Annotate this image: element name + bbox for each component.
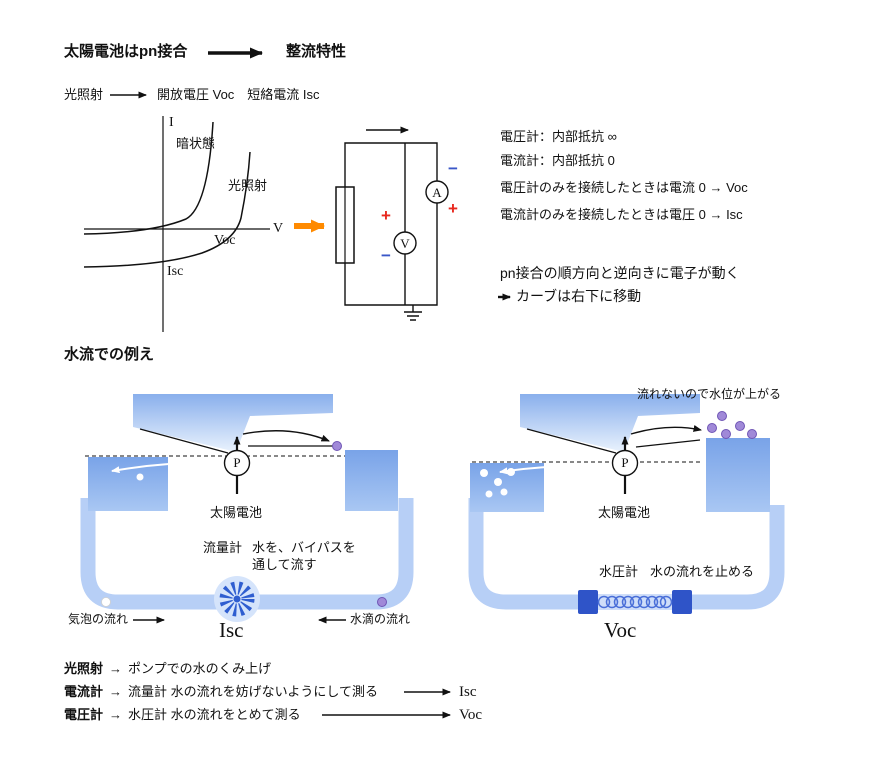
rising-droplets [707,411,757,439]
tank-bubble [494,478,502,486]
pump-circle [611,449,639,477]
bubble-flow-label: 気泡の流れ [68,612,129,626]
footer-text-light: ポンプでの水のくみ上げ [128,661,272,676]
footer-term-light: 光照射 [64,661,104,676]
light-curve [83,151,251,268]
water-droplet [735,421,745,431]
iv-graph [83,116,270,332]
ammeter-plus-sign: + [448,199,458,218]
arrow-glyph: → [109,661,123,676]
note-curve-shift: カーブは右下に移動 [516,288,642,304]
upper-water-band [520,394,700,452]
arrow-glyph: → [109,684,123,699]
note-voltmeter-resistance: 電圧計：内部抵抗 ∞ [500,129,617,144]
light-state-label: 光照射 [228,178,268,193]
circuit-wires [344,142,438,306]
water-droplet [721,429,731,439]
flow-meter-turbine [219,581,255,617]
isc-axis-label: Isc [167,264,184,279]
gauge-left-block [578,590,598,614]
isc-value-label: Isc [219,618,244,642]
dark-state-label: 暗状態 [176,136,216,151]
droplet-flow-label: 水滴の流れ [350,612,411,626]
ammeter-symbol [425,180,449,204]
footer-term-ammeter: 電流計 [64,684,104,699]
pressure-meter-label: 水圧計 [599,564,639,579]
water-section-title: 水流での例え [64,346,155,363]
flow-meter-label: 流量計 [203,540,243,555]
tank-bubble [136,473,144,481]
ammeter-minus-sign: − [448,159,458,178]
tank-bubbles [480,468,515,498]
right-tank [345,450,398,511]
right-tank [706,438,770,512]
pump-label-left: P [233,455,241,470]
solar-cell-label-right: 太陽電池 [598,505,651,520]
x-axis-label: V [273,221,284,236]
tank-bubble [485,490,493,498]
footer-voc-value: Voc [459,707,483,723]
note-ammeter-only: 電流計のみを接続したときは電圧 0 → Isc [500,207,743,222]
flow-arrow-right [242,430,330,442]
footer-term-voltmeter: 電圧計 [64,707,104,722]
water-droplet [332,441,342,451]
light-irradiation-label: 光照射 [64,87,104,102]
upper-water-band [133,394,333,452]
channel-floor-left [139,428,229,454]
note-ammeter-resistance: 電流計：内部抵抗 0 [500,153,615,168]
page-title: 太陽電池はpn接合 [64,43,188,60]
voltmeter-label: V [400,236,410,251]
footer-isc-value: Isc [459,684,477,700]
pipe-bubble [101,597,111,607]
gauge-right-block [672,590,692,614]
footer-arrows [322,688,451,719]
footer-text-voltmeter: 水圧計 水の流れをとめて測る [128,707,301,722]
footer-text-ammeter: 流量計 水の流れを妨げないようにして測る [128,684,378,699]
pump-circle [223,449,251,477]
footer-line-ammeter: 電流計 → 流量計 水の流れを妨げないようにして測る [64,684,378,700]
cell-minus-sign: − [381,246,391,265]
tank-bubble [500,488,508,496]
water-diagram-right [468,394,785,614]
flow-arrow-left-white [111,461,225,474]
arrow-glyph: → [109,707,123,722]
pressure-meter-desc: 水の流れを止める [650,564,755,579]
voc-axis-label: Voc [214,233,236,248]
note-voltmeter-only: 電圧計のみを接続したときは電流 0 → Voc [500,180,748,195]
footer-line-light: 光照射 → ポンプでの水のくみ上げ [64,661,271,677]
channel-floor-left [526,428,617,454]
cell-plus-sign: + [381,206,391,225]
flow-meter-desc-1: 水を、バイパスを [252,540,356,555]
pipe-droplet [377,597,387,607]
voc-value-label: Voc [604,618,637,642]
dark-curve [83,121,214,235]
tank-bubble [480,469,488,477]
ammeter-label: A [432,185,442,200]
flow-meter-desc-2: 通して流す [252,557,317,572]
circuit-diagram [294,126,449,321]
note-electron-motion: pn接合の順方向と逆向きに電子が動く [500,265,740,281]
pump-label-right: P [621,455,629,470]
flow-arrow-right [630,425,702,435]
ground-symbol [404,305,422,321]
water-droplet [707,423,717,433]
y-axis-label: I [169,115,174,130]
flow-meter-hub [233,595,241,603]
light-result-label: 開放電圧 Voc 短絡電流 Isc [157,87,320,102]
water-droplet [747,429,757,439]
channel-floor-right [635,439,701,448]
water-droplet [717,411,727,421]
gauge-coil [597,595,673,609]
voltmeter-symbol [393,231,417,255]
footer-line-voltmeter: 電圧計 → 水圧計 水の流れをとめて測る [64,707,301,723]
solar-cell-label-left: 太陽電池 [210,505,263,520]
water-diagram-left [80,394,414,624]
title-result: 整流特性 [286,43,347,60]
overflow-note: 流れないので水位が上がる [637,387,782,401]
tank-bubble [507,468,515,476]
